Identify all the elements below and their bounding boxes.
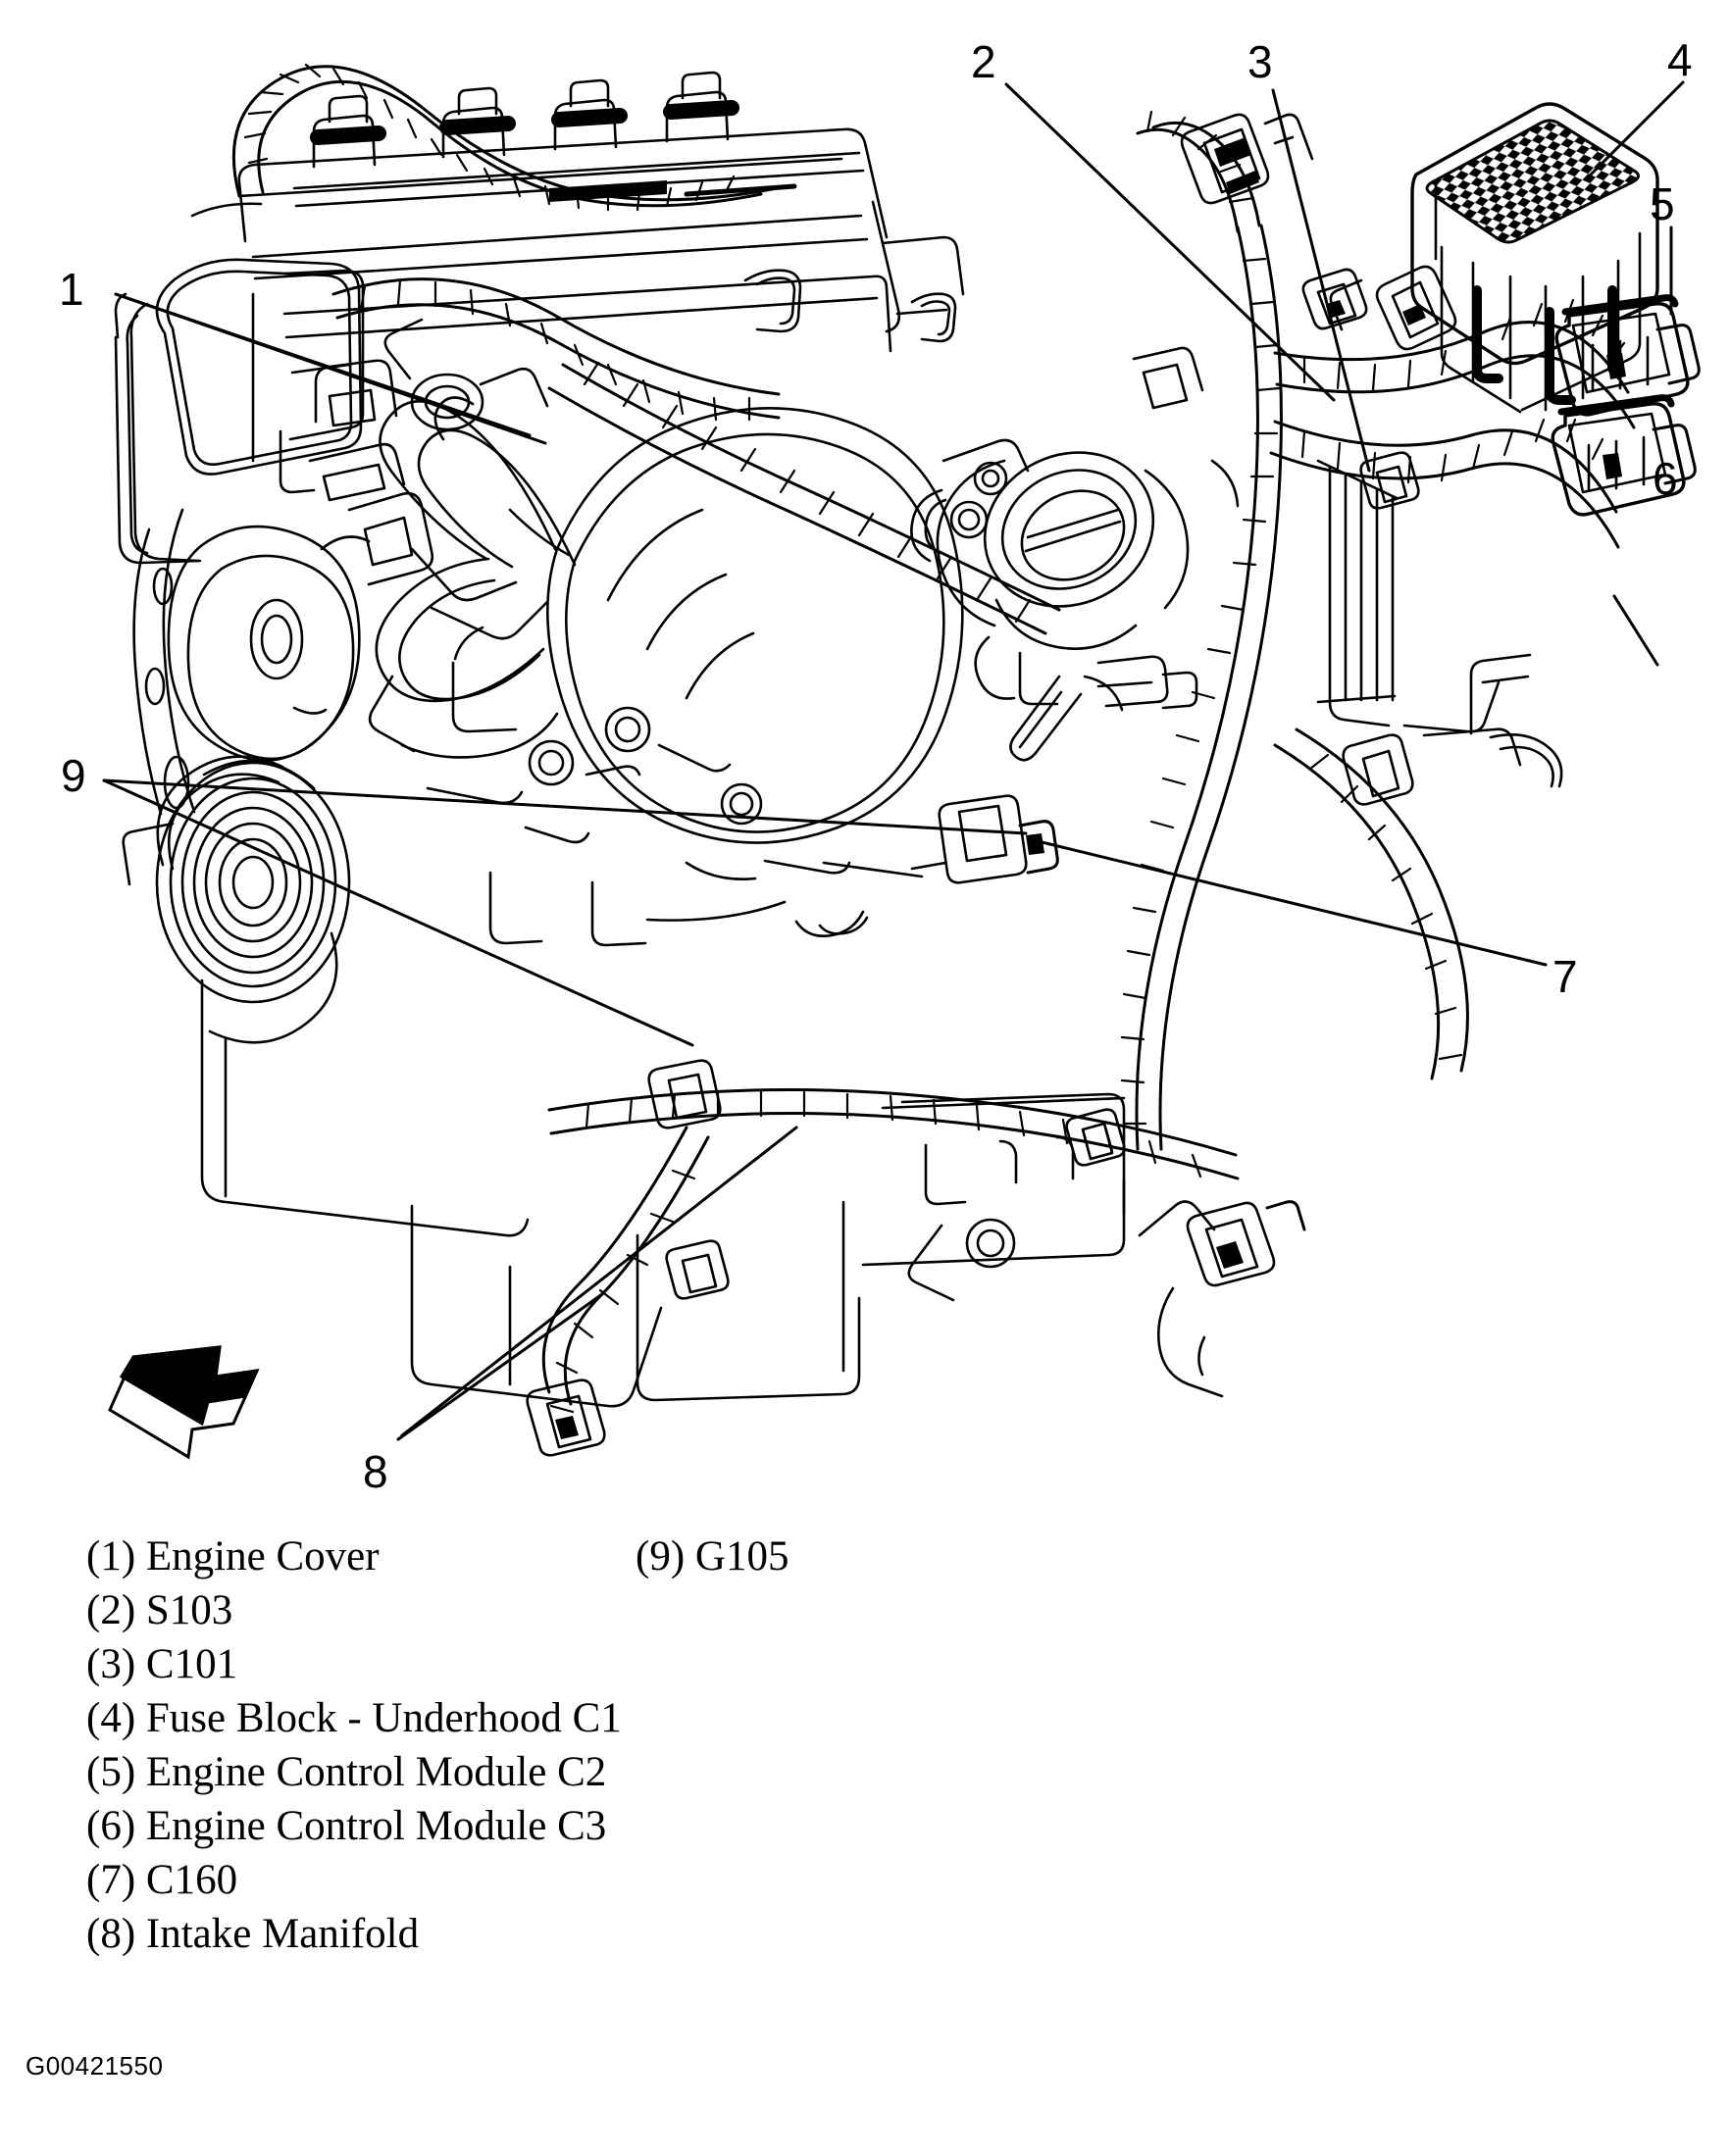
leader-2 xyxy=(1004,82,1336,402)
callout-1: 1 xyxy=(59,264,84,315)
legend-item-9: (9) G105 xyxy=(636,1529,789,1583)
legend-label-2: S103 xyxy=(145,1587,233,1633)
legend-label-1: Engine Cover xyxy=(145,1533,380,1579)
legend-item-3: (3) C101 xyxy=(86,1637,622,1691)
callout-3: 3 xyxy=(1247,36,1273,87)
legend-label-5: Engine Control Module C2 xyxy=(145,1749,607,1795)
callout-2: 2 xyxy=(971,36,996,87)
legend-item-2: (2) S103 xyxy=(86,1583,622,1637)
engine-diagram xyxy=(102,63,1701,1460)
pipe-stub xyxy=(1422,727,1563,788)
c160-connector xyxy=(910,794,1059,884)
front-accessory xyxy=(314,318,549,431)
callout-8: 8 xyxy=(363,1446,388,1497)
lower-block xyxy=(200,978,1224,1408)
timing-cover xyxy=(132,508,371,816)
callout-5: 5 xyxy=(1650,178,1675,229)
legend-label-4: Fuse Block - Underhood C1 xyxy=(145,1695,622,1741)
legend-item-6: (6) Engine Control Module C3 xyxy=(86,1799,622,1853)
s103-connector xyxy=(1180,113,1314,205)
misc-connectors xyxy=(526,268,1420,1457)
callout-6: 6 xyxy=(1653,453,1678,504)
legend-column-left: (1) Engine Cover (2) S103 (3) C101 (4) F… xyxy=(86,1529,622,1961)
legend-item-4: (4) Fuse Block - Underhood C1 xyxy=(86,1691,622,1745)
legend-label-7: C160 xyxy=(145,1857,238,1903)
component-legend: (1) Engine Cover (2) S103 (3) C101 (4) F… xyxy=(0,1529,1730,2039)
legend-label-3: C101 xyxy=(145,1641,238,1687)
legend-number-7: (7) xyxy=(86,1857,136,1903)
cylinder-head xyxy=(743,200,965,343)
intake-manifold xyxy=(375,396,964,937)
leader-7 xyxy=(1028,837,1548,967)
ecm-connectors xyxy=(1551,294,1701,517)
legend-number-2: (2) xyxy=(86,1587,136,1633)
callout-4: 4 xyxy=(1667,34,1693,85)
engine-cover-shape xyxy=(114,202,365,565)
throttle-body xyxy=(910,438,1198,762)
callout-7: 7 xyxy=(1552,951,1578,1002)
legend-number-5: (5) xyxy=(86,1749,136,1795)
legend-number-8: (8) xyxy=(86,1911,136,1957)
leader-6 xyxy=(1612,594,1659,667)
c101-connector xyxy=(1329,265,1457,351)
legend-number-9: (9) xyxy=(636,1533,686,1579)
rear-head-detail xyxy=(1132,346,1240,508)
wiring-harness-main xyxy=(231,63,1636,1414)
legend-label-6: Engine Control Module C3 xyxy=(145,1803,607,1849)
heat-shield xyxy=(1316,459,1532,735)
legend-label-8: Intake Manifold xyxy=(145,1911,420,1957)
legend-item-8: (8) Intake Manifold xyxy=(86,1907,622,1961)
legend-number-3: (3) xyxy=(86,1641,136,1687)
legend-number-4: (4) xyxy=(86,1695,136,1741)
mid-block xyxy=(279,429,851,947)
crank-pulley xyxy=(122,759,351,1004)
legend-item-1: (1) Engine Cover xyxy=(86,1529,622,1583)
legend-number-1: (1) xyxy=(86,1533,136,1579)
legend-number-6: (6) xyxy=(86,1803,136,1849)
legend-item-7: (7) C160 xyxy=(86,1853,622,1907)
callout-9: 9 xyxy=(61,750,86,801)
legend-label-9: G105 xyxy=(694,1533,789,1579)
figure-id-label: G00421550 xyxy=(25,2051,164,2081)
leader-3 xyxy=(1271,88,1371,473)
leader-9 xyxy=(102,778,694,1047)
leader-4 xyxy=(1587,80,1685,178)
legend-item-5: (5) Engine Control Module C2 xyxy=(86,1745,622,1799)
legend-column-right: (9) G105 xyxy=(636,1529,789,1583)
leader-8 xyxy=(396,1292,604,1441)
belt-path xyxy=(156,755,338,1044)
view-direction-arrow xyxy=(108,1345,260,1460)
